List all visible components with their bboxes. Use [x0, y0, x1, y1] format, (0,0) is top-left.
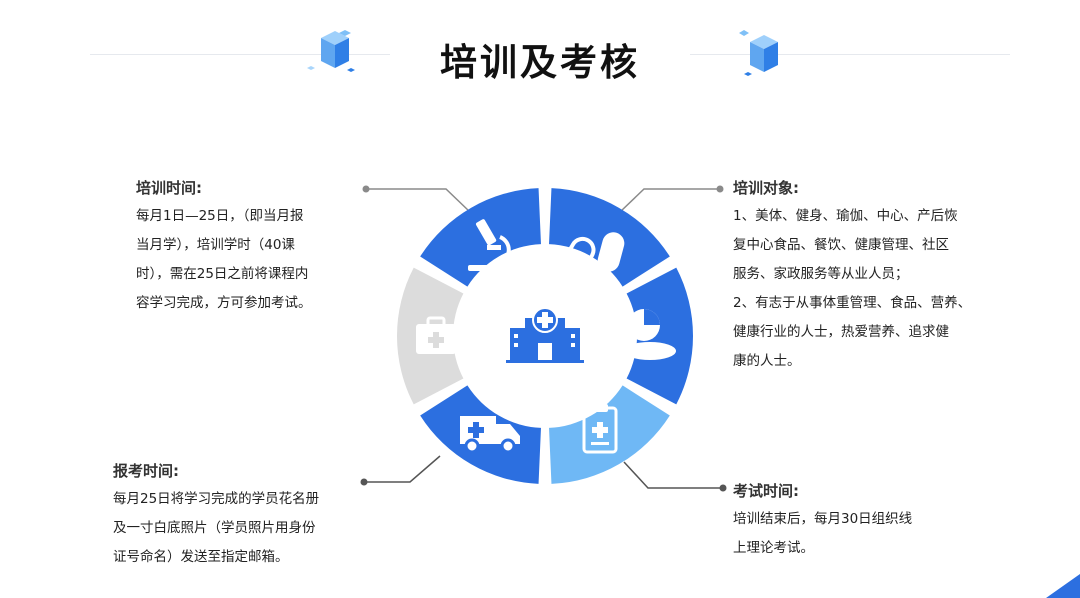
- training-target-heading: 培训对象:: [733, 179, 799, 197]
- first-aid-kit-icon: [416, 316, 456, 354]
- title-divider-left: [90, 54, 390, 55]
- text-line: 1、美体、健身、瑜伽、中心、产后恢: [733, 208, 958, 224]
- text-line: 复中心食品、餐饮、健康管理、社区: [733, 237, 949, 253]
- text-line: 容学习完成，方可参加考试。: [136, 295, 312, 311]
- title-divider-right: [690, 54, 1010, 55]
- microscope-icon: [468, 219, 518, 271]
- exam-time-section: 考试时间: 培训结束后，每月30日组织线 上理论考试。: [733, 481, 993, 563]
- ambulance-icon: [460, 416, 520, 454]
- training-time-section: 培训时间: 每月1日—25日，（即当月报 当月学），培训学时（40课 时），需在…: [136, 178, 366, 318]
- cube-icon: [739, 30, 778, 76]
- text-line: 上理论考试。: [733, 540, 814, 556]
- exam-time-heading: 考试时间:: [733, 482, 799, 500]
- text-line: 当月学），培训学时（40课: [136, 237, 295, 253]
- text-line: 及一寸白底照片（学员照片用身份: [113, 520, 316, 536]
- corner-decoration: [1046, 574, 1080, 598]
- text-line: 时），需在25日之前将课程内: [136, 266, 309, 282]
- training-target-section: 培训对象: 1、美体、健身、瑜伽、中心、产后恢 复中心食品、餐饮、健康管理、社区…: [733, 178, 1033, 376]
- pills-icon: [562, 232, 625, 276]
- segment-microscope: [420, 188, 541, 287]
- text-line: 服务、家政服务等从业人员；: [733, 266, 909, 282]
- pie-pill-icon: [624, 309, 676, 360]
- text-line: 每月1日—25日，（即当月报: [136, 208, 304, 224]
- text-line: 健康行业的人士，热爱营养、追求健: [733, 324, 949, 340]
- segment-pie-pill: [626, 267, 693, 405]
- hospital-icon: [506, 307, 584, 363]
- text-line: 证号命名）发送至指定邮箱。: [113, 549, 289, 565]
- text-line: 培训结束后，每月30日组织线: [733, 511, 913, 527]
- clipboard-icon: [582, 404, 618, 454]
- training-time-heading: 培训时间:: [136, 179, 202, 197]
- segment-clipboard: [549, 385, 670, 484]
- text-line: 2、有志于从事体重管理、食品、营养、: [733, 295, 972, 311]
- cube-icon: [307, 30, 355, 72]
- text-line: 每月25日将学习完成的学员花名册: [113, 491, 320, 507]
- registration-time-heading: 报考时间:: [113, 462, 179, 480]
- connector-lines: [360, 185, 727, 492]
- page-title: 培训及考核: [440, 41, 640, 84]
- registration-time-section: 报考时间: 每月25日将学习完成的学员花名册 及一寸白底照片（学员照片用身份 证…: [113, 461, 373, 572]
- text-line: 康的人士。: [733, 353, 801, 369]
